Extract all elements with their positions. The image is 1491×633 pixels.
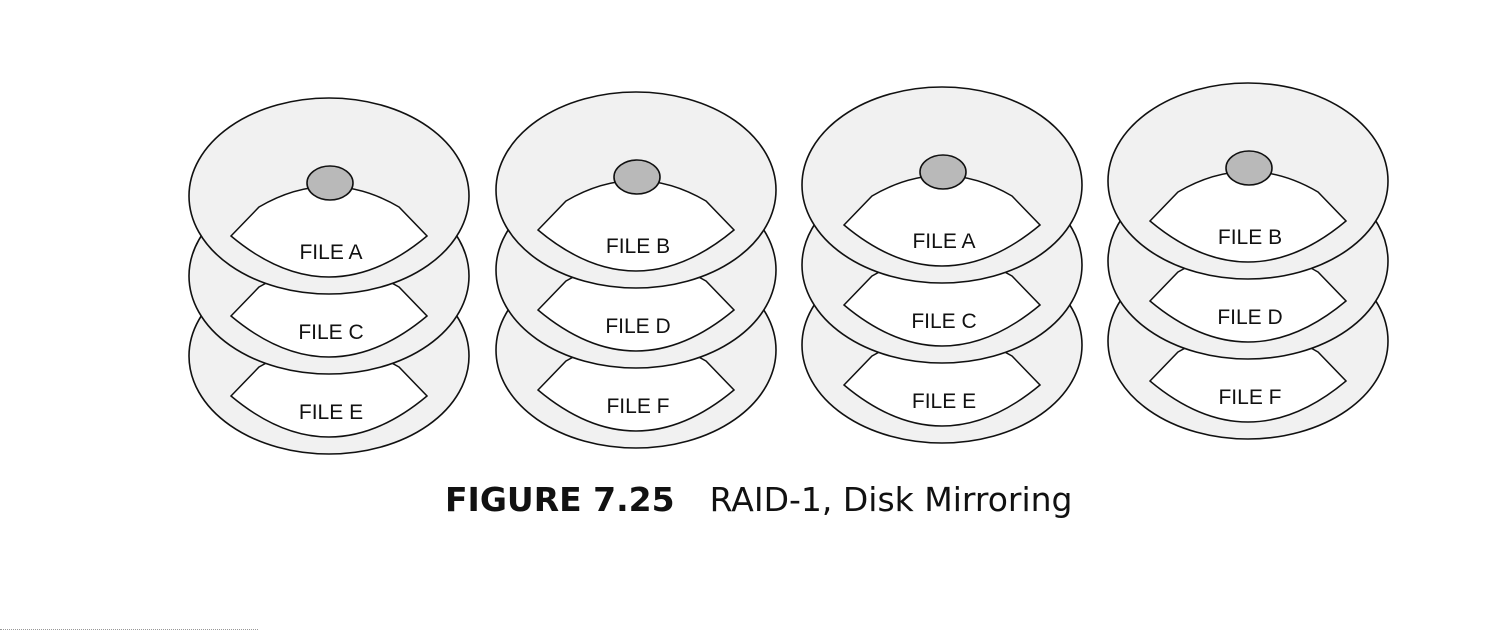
- figure-title: RAID-1, Disk Mirroring: [709, 480, 1073, 519]
- disk-platter: FILE B: [1107, 82, 1389, 280]
- file-label: FILE D: [1217, 306, 1282, 329]
- file-label: FILE F: [606, 395, 669, 418]
- spindle-hub: [613, 159, 661, 195]
- file-label: FILE E: [299, 401, 363, 424]
- file-label: FILE A: [912, 230, 975, 253]
- disk-stack-3: FILE E FILE C FILE A: [801, 86, 1083, 444]
- spindle-hub: [306, 165, 354, 201]
- file-label: FILE F: [1218, 386, 1281, 409]
- file-label: FILE C: [911, 310, 976, 333]
- spindle-hub: [919, 154, 967, 190]
- file-label: FILE D: [605, 315, 670, 338]
- file-label-band: [229, 185, 429, 278]
- disk-platter: FILE A: [801, 86, 1083, 284]
- file-label-band: [842, 174, 1042, 267]
- disk-stack-2: FILE F FILE D FILE B: [495, 91, 777, 449]
- file-label: FILE E: [912, 390, 976, 413]
- disk-platter: FILE A: [188, 97, 470, 295]
- file-label: FILE C: [298, 321, 363, 344]
- disk-stack-4: FILE F FILE D FILE B: [1107, 82, 1389, 440]
- disk-platter: FILE B: [495, 91, 777, 289]
- file-label: FILE B: [606, 235, 670, 258]
- disk-stack-1: FILE E FILE C FILE A: [188, 97, 470, 455]
- spindle-hub: [1225, 150, 1273, 186]
- figure-number: FIGURE 7.25: [445, 480, 675, 519]
- page-edge-rule: [0, 629, 258, 630]
- file-label-band: [1148, 170, 1348, 263]
- file-label: FILE B: [1218, 226, 1282, 249]
- file-label-band: [536, 179, 736, 272]
- file-label: FILE A: [299, 241, 362, 264]
- figure-caption: FIGURE 7.25 RAID-1, Disk Mirroring: [445, 480, 1073, 519]
